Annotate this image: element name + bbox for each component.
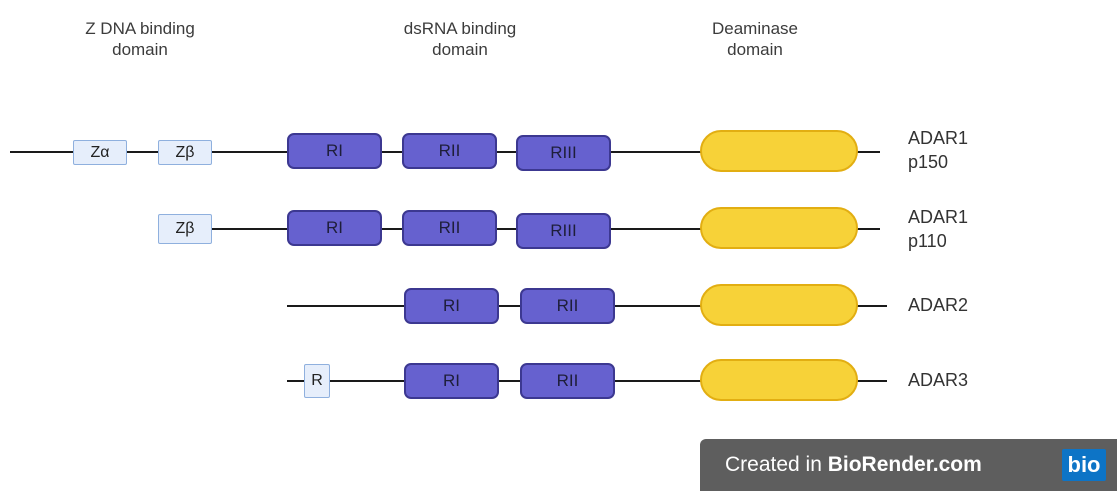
dsrbd-rii: RII <box>402 133 497 169</box>
header-line-1: Z DNA binding <box>85 19 195 38</box>
biorender-watermark[interactable] <box>700 439 1117 491</box>
deaminase-domain <box>700 207 858 249</box>
dsrbd-riii: RIII <box>516 213 611 249</box>
adar1-p150-label: ADAR1 p150 <box>908 126 968 174</box>
label-line-1: ADAR2 <box>908 295 969 315</box>
adar2-label: ADAR2 <box>908 293 968 317</box>
header-line-2: domain <box>432 40 488 59</box>
header-line-2: domain <box>727 40 783 59</box>
label-line-1: ADAR1 <box>908 128 969 148</box>
header-line-2: domain <box>112 40 168 59</box>
dsrbd-ri: RI <box>287 133 382 169</box>
dsrbd-ri: RI <box>404 363 499 399</box>
z-beta-domain: Zβ <box>158 214 212 244</box>
label-line-1: ADAR1 <box>908 207 969 227</box>
header-line-1: dsRNA binding <box>403 19 517 38</box>
header-line-1: Deaminase <box>712 19 798 38</box>
z-dna-binding-domain-header: Z DNA binding domain <box>50 18 230 60</box>
r-domain: R <box>304 364 330 398</box>
z-alpha-domain: Zα <box>73 140 127 165</box>
biorender-logo-icon[interactable]: bio <box>1062 449 1106 481</box>
dsrbd-rii: RII <box>520 363 615 399</box>
z-beta-domain: Zβ <box>158 140 212 165</box>
biorender-watermark-text[interactable]: Created in BioRender.com <box>725 452 982 478</box>
watermark-brand: BioRender.com <box>827 453 982 476</box>
dsrna-binding-domain-header: dsRNA binding domain <box>370 18 550 60</box>
dsrbd-rii: RII <box>402 210 497 246</box>
dsrbd-ri: RI <box>404 288 499 324</box>
label-line-2: p110 <box>908 231 947 251</box>
dsrbd-rii: RII <box>520 288 615 324</box>
adar1-p110-label: ADAR1 p110 <box>908 205 968 253</box>
adar3-label: ADAR3 <box>908 368 968 392</box>
label-line-2: p150 <box>908 152 949 172</box>
label-line-1: ADAR3 <box>908 370 969 390</box>
watermark-prefix: Created in <box>725 453 828 476</box>
deaminase-domain-header: Deaminase domain <box>680 18 830 60</box>
dsrbd-ri: RI <box>287 210 382 246</box>
dsrbd-riii: RIII <box>516 135 611 171</box>
deaminase-domain <box>700 284 858 326</box>
deaminase-domain <box>700 130 858 172</box>
deaminase-domain <box>700 359 858 401</box>
